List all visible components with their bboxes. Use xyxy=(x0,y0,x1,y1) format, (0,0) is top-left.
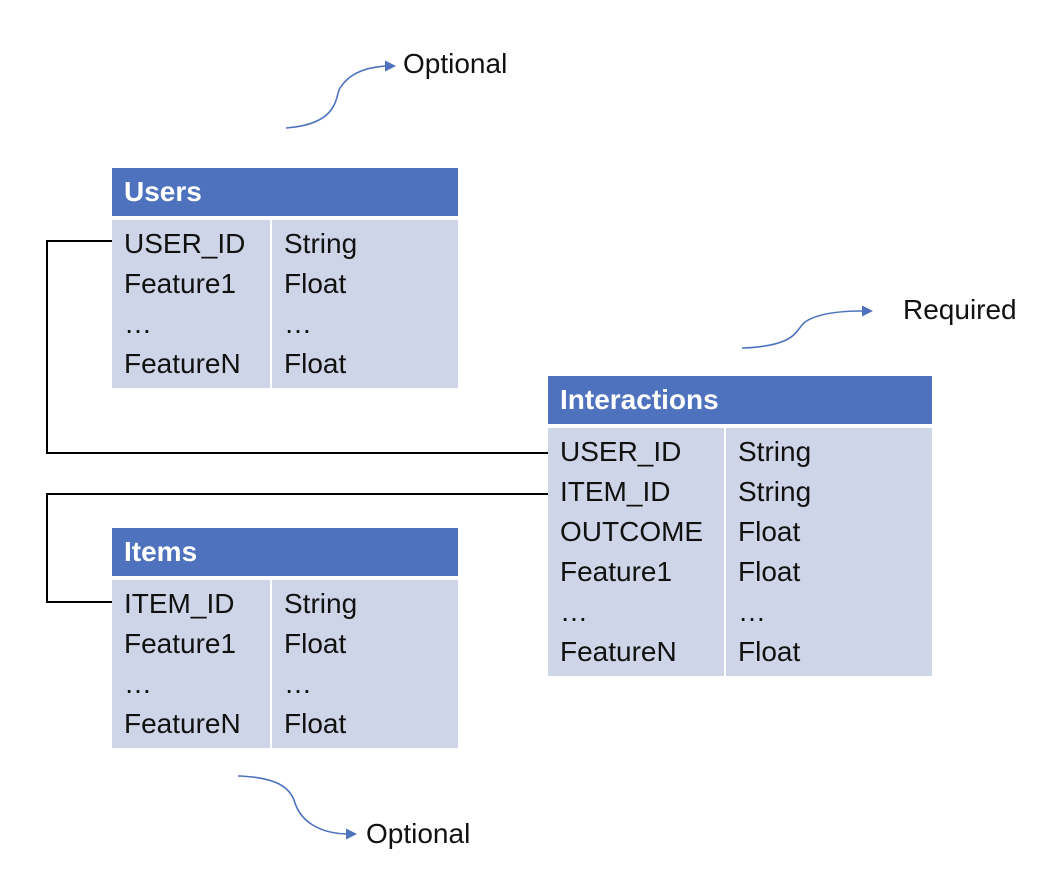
field-type: Float xyxy=(284,268,347,299)
field-name: OUTCOME xyxy=(560,516,704,547)
field-name: USER_ID xyxy=(124,228,246,259)
items-table-header: Items xyxy=(112,528,458,580)
field-type: String xyxy=(284,588,358,619)
users-table-header: Users xyxy=(112,168,458,220)
field-type: … xyxy=(738,596,766,627)
field-name: FeatureN xyxy=(124,708,241,739)
table-row: USER_ID String xyxy=(112,224,458,264)
field-name: ITEM_ID xyxy=(560,476,671,507)
table-row: … … xyxy=(112,664,458,704)
table-row: FeatureN Float xyxy=(112,704,458,744)
field-type: Float xyxy=(284,708,347,739)
users-table-body: USER_ID String Feature1 Float … … Featur… xyxy=(112,220,458,388)
users-optional-arrowhead xyxy=(385,60,396,72)
users-table: Users USER_ID String Feature1 Float … … … xyxy=(112,168,458,388)
item-id-connector-top xyxy=(46,493,548,495)
field-name: USER_ID xyxy=(560,436,682,467)
field-type: Float xyxy=(284,628,347,659)
items-optional-arrow xyxy=(237,775,347,835)
table-row: USER_ID String xyxy=(548,432,932,472)
interactions-table-body: USER_ID String ITEM_ID String OUTCOME Fl… xyxy=(548,428,932,676)
field-name: … xyxy=(560,596,588,627)
table-row: … … xyxy=(548,592,932,632)
items-optional-arrowhead xyxy=(346,828,357,840)
field-type: … xyxy=(284,308,312,339)
field-name: Feature1 xyxy=(124,268,237,299)
table-row: FeatureN Float xyxy=(112,344,458,384)
interactions-column-divider xyxy=(724,428,726,676)
items-optional-label: Optional xyxy=(366,818,471,849)
table-row: FeatureN Float xyxy=(548,632,932,672)
field-type: Float xyxy=(284,348,347,379)
items-table-body: ITEM_ID String Feature1 Float … … Featur… xyxy=(112,580,458,748)
field-name: Feature1 xyxy=(560,556,673,587)
user-id-connector-top xyxy=(46,240,112,242)
field-name: … xyxy=(124,668,152,699)
table-row: ITEM_ID String xyxy=(548,472,932,512)
table-row: … … xyxy=(112,304,458,344)
field-type: Float xyxy=(738,636,801,667)
field-type: String xyxy=(738,476,812,507)
table-row: OUTCOME Float xyxy=(548,512,932,552)
item-id-connector-bottom xyxy=(46,601,112,603)
item-id-connector-vertical xyxy=(46,493,48,603)
interactions-required-arrowhead xyxy=(862,305,873,317)
field-name: … xyxy=(124,308,152,339)
interactions-required-arrow xyxy=(741,310,863,349)
field-type: String xyxy=(284,228,358,259)
field-type: Float xyxy=(738,556,801,587)
table-row: Feature1 Float xyxy=(112,624,458,664)
items-column-divider xyxy=(270,580,272,748)
users-optional-label: Optional xyxy=(403,48,508,79)
field-name: ITEM_ID xyxy=(124,588,235,619)
field-type: … xyxy=(284,668,312,699)
interactions-table: Interactions USER_ID String ITEM_ID Stri… xyxy=(548,376,932,676)
users-column-divider xyxy=(270,220,272,388)
user-id-connector-bottom xyxy=(46,452,548,454)
table-row: Feature1 Float xyxy=(548,552,932,592)
interactions-table-header: Interactions xyxy=(548,376,932,428)
items-table: Items ITEM_ID String Feature1 Float … … … xyxy=(112,528,458,748)
table-row: Feature1 Float xyxy=(112,264,458,304)
users-optional-arrow xyxy=(285,65,387,129)
field-name: FeatureN xyxy=(124,348,241,379)
field-type: Float xyxy=(738,516,801,547)
field-name: FeatureN xyxy=(560,636,677,667)
table-row: ITEM_ID String xyxy=(112,584,458,624)
interactions-required-label: Required xyxy=(903,294,1017,325)
field-type: String xyxy=(738,436,812,467)
user-id-connector-vertical xyxy=(46,240,48,454)
field-name: Feature1 xyxy=(124,628,237,659)
